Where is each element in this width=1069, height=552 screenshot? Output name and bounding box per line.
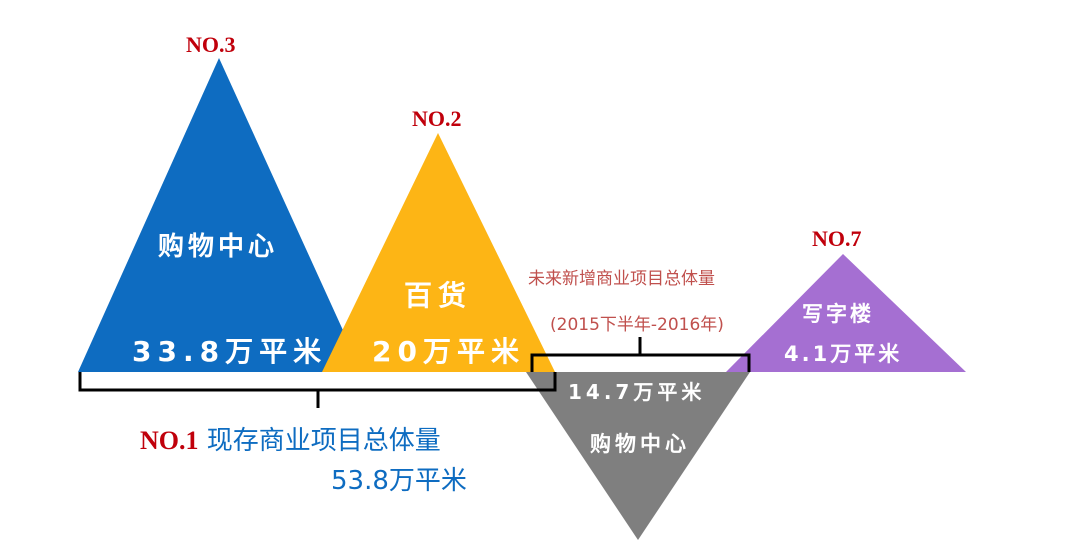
shopping-mall-rank: NO.3 bbox=[186, 32, 236, 57]
future-mall-area: 14.7万平米 bbox=[568, 380, 706, 404]
office-name: 写字楼 bbox=[802, 302, 874, 326]
existing-total-bracket bbox=[78, 372, 557, 408]
future-total-period: (2015下半年-2016年) bbox=[550, 315, 724, 335]
future-total-title: 未来新增商业项目总体量 bbox=[528, 269, 715, 289]
shopping-mall-area: 33.8万平米 bbox=[132, 335, 328, 368]
department-store-area: 20万平米 bbox=[372, 335, 525, 368]
existing-total-area: 53.8万平米 bbox=[331, 466, 467, 496]
shopping-mall-name: 购物中心 bbox=[158, 232, 279, 262]
department-store-triangle bbox=[322, 133, 555, 372]
existing-total-title: NO.1 现存商业项目总体量 bbox=[140, 420, 441, 457]
department-store-name: 百货 bbox=[404, 279, 473, 312]
department-store-rank: NO.2 bbox=[412, 106, 462, 131]
office-area: 4.1万平米 bbox=[784, 342, 903, 366]
future-mall-name: 购物中心 bbox=[590, 432, 690, 456]
existing-total-label: 现存商业项目总体量 bbox=[198, 426, 441, 456]
office-rank: NO.7 bbox=[812, 226, 862, 251]
existing-total-rank: NO.1 bbox=[140, 426, 199, 455]
shopping-mall-triangle bbox=[78, 58, 362, 372]
office-triangle bbox=[726, 254, 966, 372]
future-mall-triangle bbox=[526, 372, 750, 540]
future-total-bracket bbox=[530, 337, 751, 372]
